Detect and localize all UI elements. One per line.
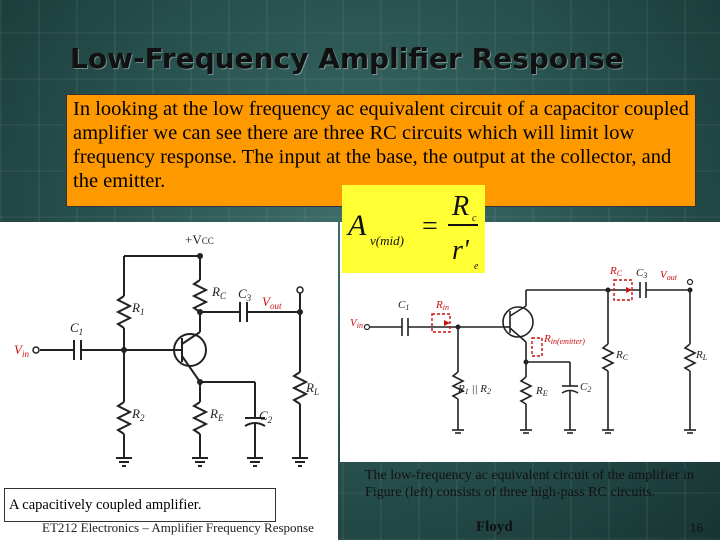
formula-lhs-sub: v(mid) — [370, 233, 404, 248]
label-rc-r1r2: R1 || R2 — [457, 383, 491, 396]
formula-numerator: R — [451, 191, 469, 222]
label-rc: RC — [211, 284, 227, 301]
label-vout: Vout — [262, 294, 282, 311]
label-r2: R2 — [131, 406, 145, 423]
right-figure-caption: The low-frequency ac equivalent circuit … — [365, 468, 694, 500]
midband-gain-formula: A v(mid) = R c r' e — [342, 185, 485, 273]
left-caption-area: A capacitively coupled amplifier. — [0, 484, 338, 540]
label-rc-rin: Rin — [435, 299, 449, 312]
label-c3: C3 — [238, 286, 252, 303]
amplifier-schematic: +VCC RC R1 C3 C1 RL R2 RE C2 Vout Vin — [14, 232, 319, 467]
label-r1: R1 — [131, 300, 144, 317]
formula-lhs: A — [346, 209, 367, 242]
footer-course-title: ET212 Electronics – Amplifier Frequency … — [42, 520, 314, 535]
label-re: RE — [209, 406, 224, 423]
label-vcc: +VCC — [185, 232, 214, 247]
label-rc-re: RE — [535, 385, 548, 398]
label-c1: C1 — [70, 320, 83, 337]
label-vin: Vin — [14, 342, 29, 359]
formula-numerator-sub: c — [472, 213, 477, 224]
label-rc-c1: C1 — [398, 299, 409, 312]
formula-denominator: r' — [452, 235, 470, 266]
low-frequency-equivalent-schematic: C1 C3 RC RL R1 || R2 RE C2 RC Vout Rin V… — [350, 265, 708, 434]
formula-denominator-sub: e — [474, 261, 479, 272]
label-rl: RL — [305, 380, 319, 397]
slide-title: Low-Frequency Amplifier Response — [70, 42, 624, 75]
formula-graphic: A v(mid) = R c r' e — [346, 191, 479, 272]
label-rc-rl: RL — [695, 349, 708, 362]
label-rc-vout: Vout — [660, 269, 678, 282]
label-rc-c3: C3 — [636, 267, 647, 280]
left-circuit-panel: +VCC RC R1 C3 C1 RL R2 RE C2 Vout Vin — [0, 222, 338, 484]
label-rc-rin-emitter: Rin(emitter) — [543, 333, 585, 346]
label-rc-vin: Vin — [350, 317, 363, 330]
left-figure-caption: A capacitively coupled amplifier. — [4, 488, 276, 522]
label-rc-rc2: RC — [615, 349, 629, 362]
intro-text-box: In looking at the low frequency ac equiv… — [66, 94, 696, 207]
label-rc-rc: RC — [609, 265, 623, 278]
formula-equals: = — [422, 211, 438, 242]
footer-author: Floyd — [476, 519, 513, 535]
page-number: 16 — [690, 520, 703, 535]
label-rc-c2: C2 — [580, 381, 591, 394]
label-c2: C2 — [259, 408, 273, 425]
